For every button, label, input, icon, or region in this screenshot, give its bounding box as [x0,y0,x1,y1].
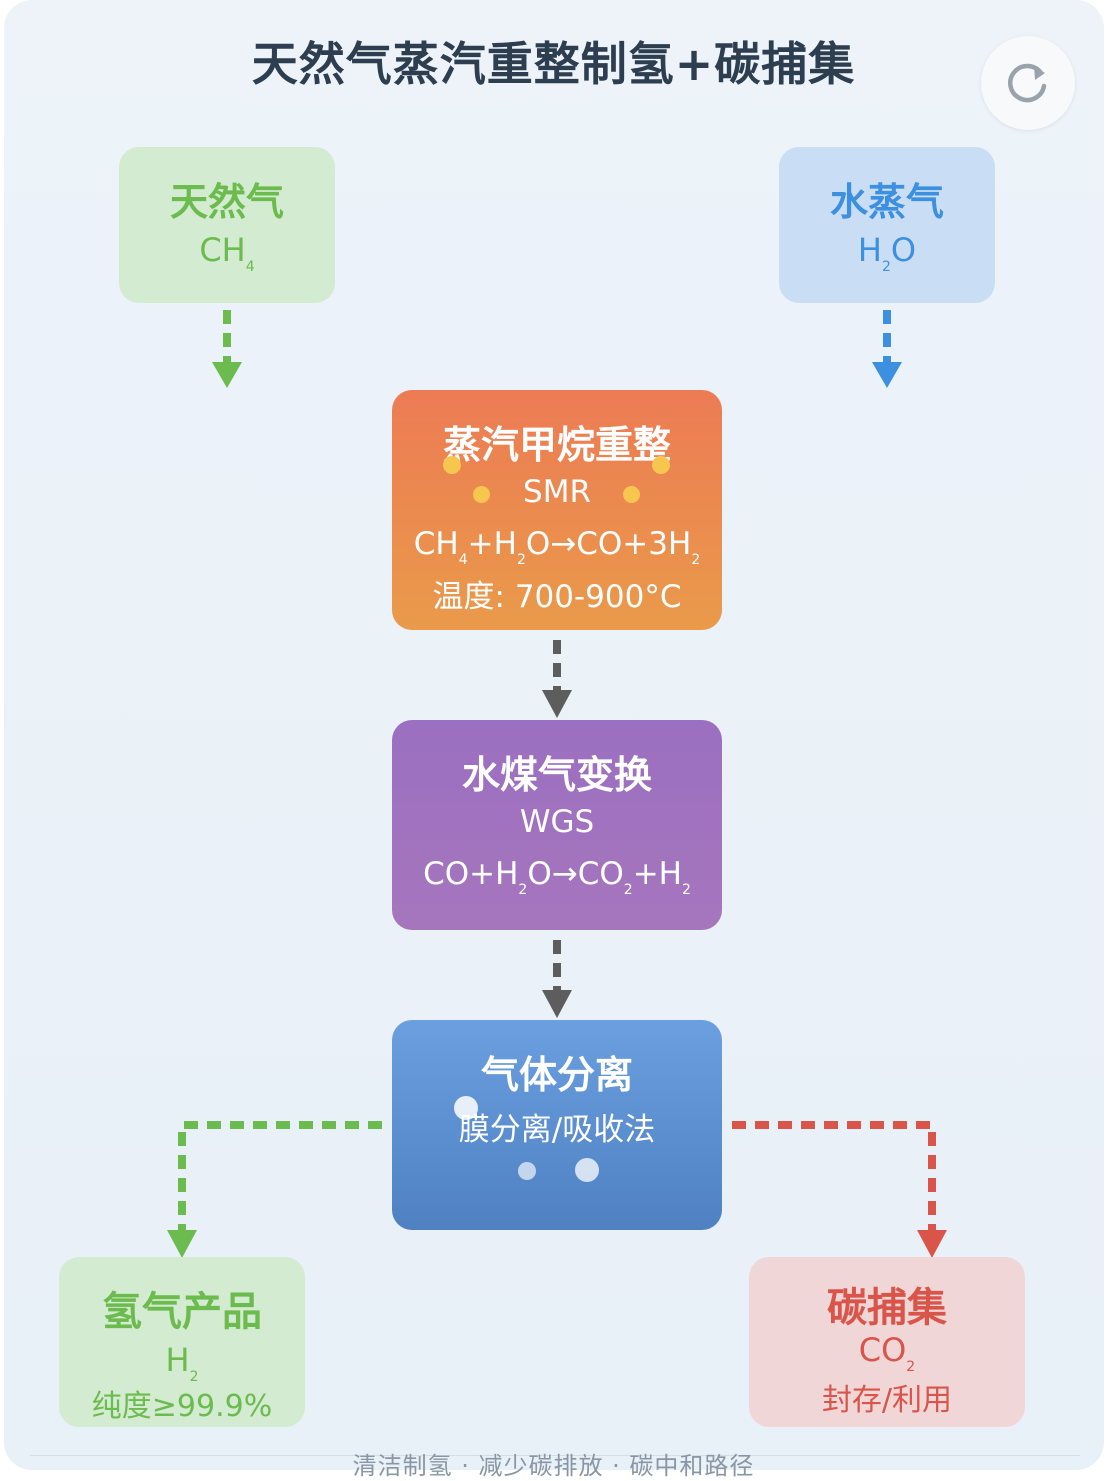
steam-label: 水蒸气 [829,180,944,224]
wgs-abbr: WGS [519,804,595,840]
page-title: 天然气蒸汽重整制氢+碳捕集 [251,37,856,91]
refresh-icon [1008,63,1047,103]
bubble-decoration [454,1096,478,1120]
carbon-capture-box: 碳捕集 CO2 封存/利用 [749,1257,1025,1427]
separation-to-hydrogen-arrow [178,1121,382,1232]
natural-gas-label: 天然气 [169,180,284,224]
hydrogen-label: 氢气产品 [102,1289,262,1335]
footer-caption: 清洁制氢 · 减少碳排放 · 碳中和路径 [352,1452,755,1480]
wgs-equation: CO+H2O→CO2+H2 [423,856,691,898]
refresh-button[interactable] [981,36,1075,130]
wgs-box: 水煤气变换 WGS CO+H2O→CO2+H2 [392,720,722,930]
hydrogen-formula: H2 [165,1341,199,1385]
bubble-decoration [473,486,490,503]
hydrogen-purity: 纯度≥99.9% [91,1389,273,1424]
bubble-decoration [652,456,670,474]
wgs-title: 水煤气变换 [461,753,652,797]
bubble-decoration [623,486,640,503]
separation-method: 膜分离/吸收法 [458,1112,656,1148]
hydrogen-product-box: 氢气产品 H2 纯度≥99.9% [59,1257,305,1427]
separation-title: 气体分离 [480,1053,633,1097]
carbon-formula: CO2 [858,1331,916,1375]
bubble-decoration [575,1158,599,1182]
smr-box: 蒸汽甲烷重整 SMR CH4+H2O→CO+3H2 温度: 700-900°C [392,390,722,630]
natural-gas-formula: CH4 [199,231,255,275]
smr-temperature: 温度: 700-900°C [432,579,682,615]
smr-title: 蒸汽甲烷重整 [442,423,671,467]
smr-abbr: SMR [523,474,591,510]
separation-to-carbon-arrow [732,1121,936,1232]
steam-box: 水蒸气 H2O [779,147,995,303]
natural-gas-box: 天然气 CH4 [119,147,335,303]
carbon-label: 碳捕集 [827,1285,947,1331]
carbon-usage: 封存/利用 [821,1383,953,1418]
steam-formula: H2O [857,231,917,275]
smr-equation: CH4+H2O→CO+3H2 [413,526,701,568]
separation-box: 气体分离 膜分离/吸收法 [392,1020,722,1230]
footer-divider [30,1455,1080,1456]
bubble-decoration [518,1162,536,1180]
bubble-decoration [443,456,461,474]
